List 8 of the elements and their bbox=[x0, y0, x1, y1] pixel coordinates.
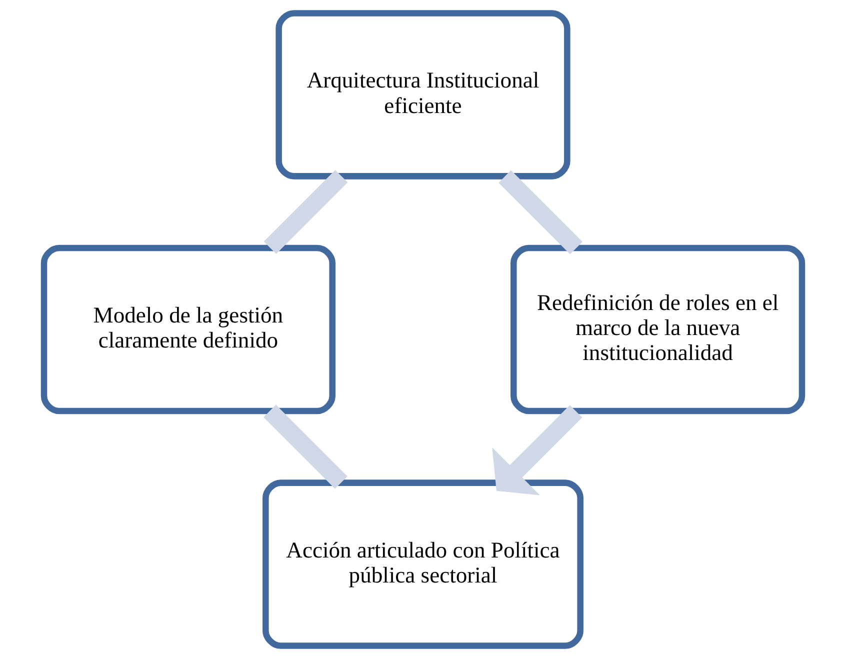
connector bbox=[498, 170, 582, 254]
arrow bbox=[492, 405, 582, 496]
connector bbox=[263, 404, 347, 489]
node-box: Arquitectura Institucional eficiente bbox=[275, 10, 570, 180]
connector bbox=[263, 170, 348, 254]
node-box: Modelo de la gestión claramente definido bbox=[40, 244, 335, 414]
node-box: Acción articulado con Política pública sectorial bbox=[262, 480, 583, 649]
node-box: Redefinición de roles en el marco de la nueva institucionalidad bbox=[510, 244, 805, 414]
